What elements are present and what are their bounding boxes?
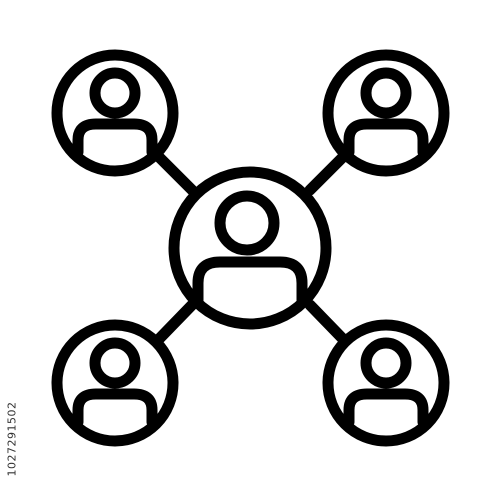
node-ring-icon (322, 49, 450, 177)
person-node-top-right (322, 49, 450, 177)
connector-bottom-left (154, 299, 198, 344)
person-head-icon (89, 67, 141, 119)
node-ring-icon (168, 166, 332, 330)
node-ring-icon (322, 319, 450, 447)
node-ring-icon (51, 319, 179, 447)
person-node-bottom-left (51, 319, 179, 447)
person-head-icon (89, 337, 141, 389)
person-node-top-left (51, 49, 179, 177)
person-body-icon (343, 388, 429, 428)
person-head-icon (360, 67, 412, 119)
node-ring-icon (51, 49, 179, 177)
connector-lines (154, 152, 348, 344)
person-head-icon (214, 190, 280, 256)
person-body-icon (192, 256, 308, 306)
person-body-icon (72, 118, 158, 158)
connector-top-left (154, 152, 198, 196)
connector-bottom-right (304, 299, 348, 344)
side-id-label: 1027291502 (5, 401, 19, 477)
connector-top-right (304, 152, 348, 196)
person-body-icon (72, 388, 158, 428)
person-head-icon (360, 337, 412, 389)
person-node-bottom-right (322, 319, 450, 447)
person-node-center (168, 166, 332, 330)
person-body-icon (343, 118, 429, 158)
